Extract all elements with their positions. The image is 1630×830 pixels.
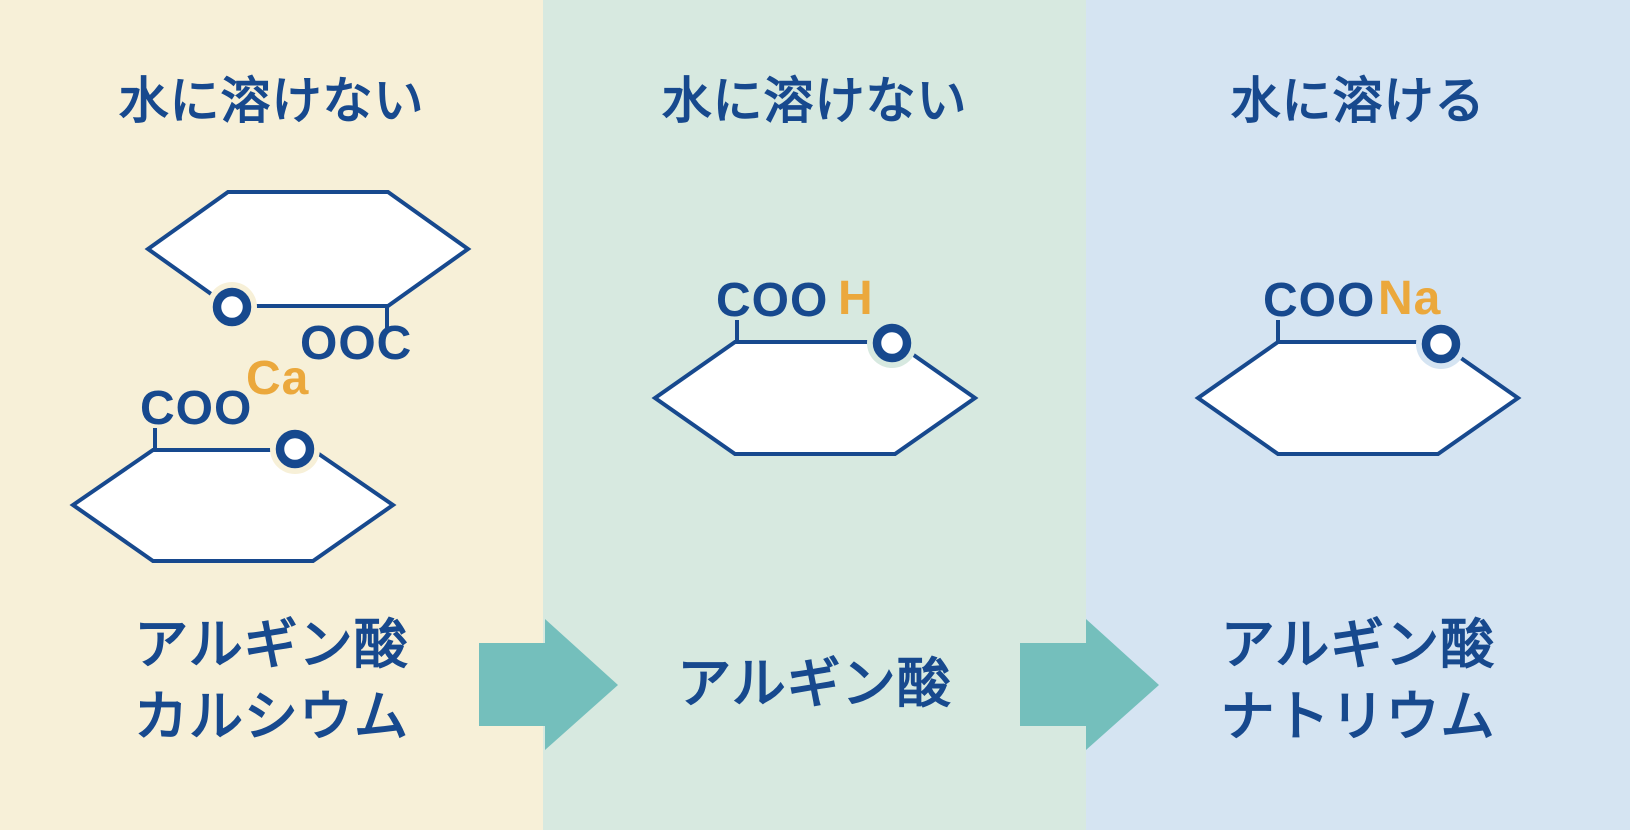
compound-name-line: アルギン酸 [1220,615,1496,675]
compound-name-line: アルギン酸 [134,615,409,675]
molecule-calcium-alginate [69,190,472,563]
carboxyl-label-coo: COO [1263,274,1376,327]
ring-oxygen-icon [212,287,252,327]
compound-name-line: アルギン酸 [677,654,952,714]
carboxyl-label-ooc: OOC [300,317,413,370]
arrow-right-icon [1020,619,1159,750]
molecule-alginic-acid [651,318,979,456]
solubility-title-acid: 水に溶けない [661,73,968,129]
solubility-title-sodium: 水に溶ける [1230,73,1486,129]
carboxyl-label-coo: COO [716,274,829,327]
compound-name-calcium-alginate: アルギン酸 カルシウム [0,609,543,753]
hexagon-ring [651,340,979,456]
arrow-right-icon [479,619,618,750]
hexagon-ring [69,448,397,563]
ring-oxygen-icon [275,429,315,469]
sodium-cation-label: Na [1378,272,1442,325]
compound-name-line: カルシウム [134,687,409,747]
compound-name-sodium-alginate: アルギン酸 ナトリウム [1086,609,1630,753]
hexagon-ring [1194,340,1522,456]
hexagon-ring [144,190,472,308]
solubility-title-calcium: 水に溶けない [118,73,425,129]
ring-oxygen-icon [872,323,912,363]
carboxyl-label-coo: COO [140,382,253,435]
ring-oxygen-icon [1421,324,1461,364]
calcium-cation-label: Ca [246,352,310,405]
panel-calcium-alginate [0,0,543,830]
hydrogen-cation-label: H [838,272,874,325]
compound-name-alginic-acid: アルギン酸 [543,648,1086,720]
molecule-sodium-alginate [1194,319,1522,456]
compound-name-line: ナトリウム [1220,687,1496,747]
